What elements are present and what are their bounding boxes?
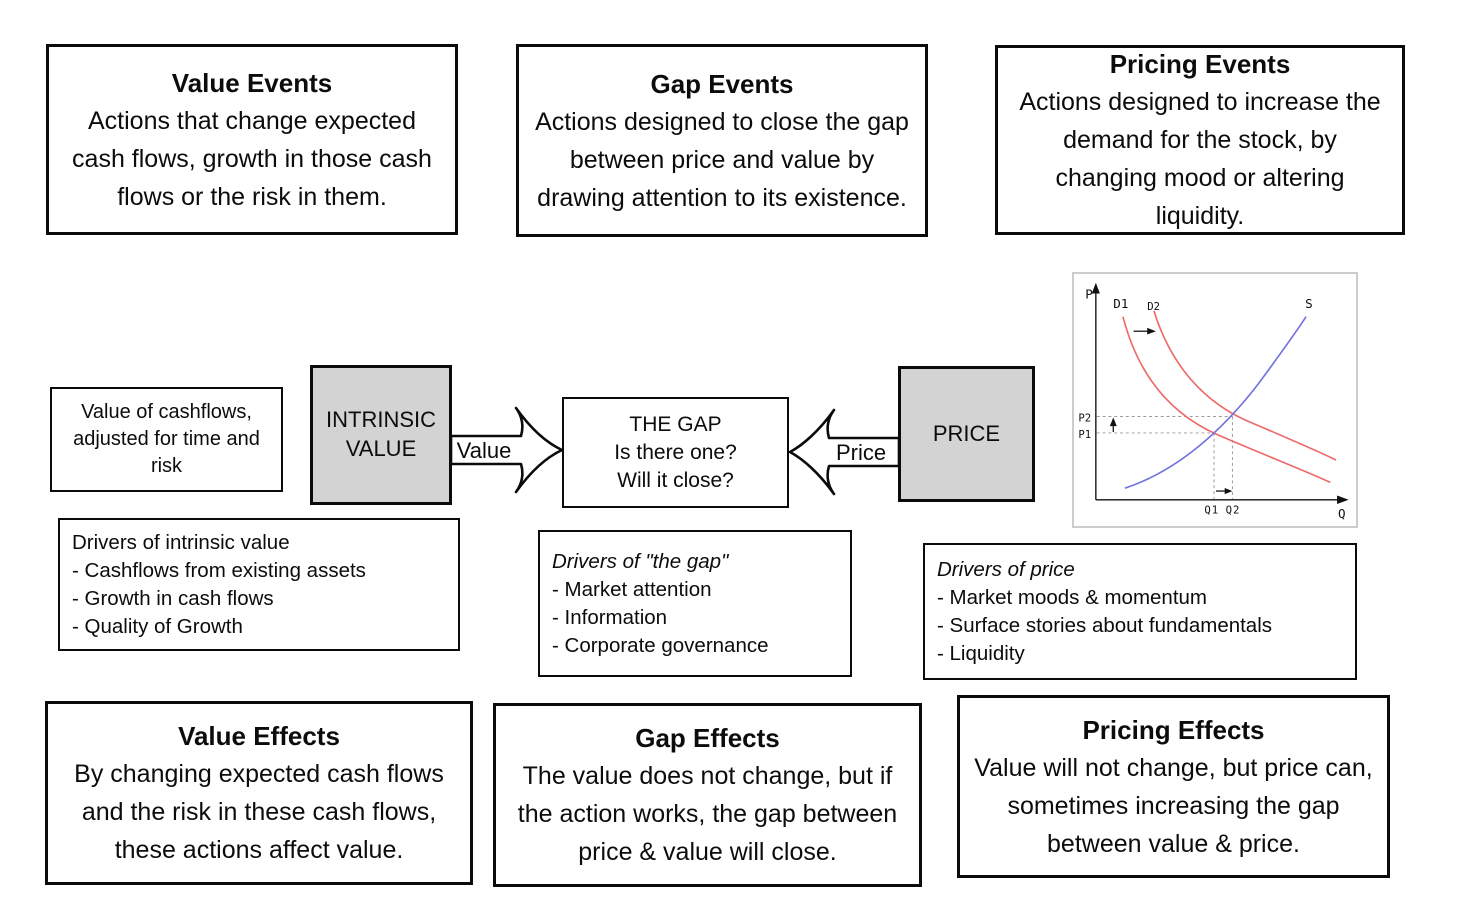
driver-item: - Market attention [552, 577, 712, 601]
p1-label: P1 [1078, 428, 1091, 441]
pricing-events-title: Pricing Events [1109, 49, 1291, 79]
drivers-gap-title: Drivers of "the gap" [552, 549, 729, 573]
value-effects-body: By changing expected cash flows and the … [74, 760, 444, 864]
price-arrow-shape [788, 408, 901, 496]
qty-rise-arrowhead [1224, 487, 1233, 495]
q2-label: Q2 [1226, 503, 1241, 516]
value-effects-title: Value Effects [178, 721, 340, 751]
value-events-box: Value Events Actions that change expecte… [46, 44, 458, 235]
driver-item: - Growth in cash flows [72, 586, 274, 610]
pricing-effects-box: Pricing Effects Value will not change, b… [957, 695, 1390, 878]
the-gap-title: THE GAP [629, 412, 722, 436]
pricing-effects-body: Value will not change, but price can, so… [974, 753, 1373, 858]
price-arrow-label: Price [836, 440, 886, 465]
value-arrow-label: Value [457, 438, 512, 463]
value-arrow-shape [449, 406, 564, 494]
gap-effects-body: The value does not change, but if the ac… [517, 762, 898, 866]
driver-item: - Surface stories about fundamentals [937, 613, 1273, 637]
drivers-intrinsic-value-title: Drivers of intrinsic value [72, 530, 290, 554]
gap-events-body: Actions designed to close the gap betwee… [535, 107, 909, 212]
value-events-title: Value Events [171, 67, 333, 98]
value-note-box: Value of cashflows, adjusted for time an… [50, 387, 283, 492]
supply-curve-s [1124, 316, 1307, 489]
value-arrow: Value [449, 403, 564, 495]
gap-events-title: Gap Events [650, 68, 794, 99]
driver-item: - Market moods & momentum [937, 585, 1207, 609]
price-box: PRICE [898, 366, 1035, 502]
drivers-price-title: Drivers of price [937, 557, 1075, 581]
driver-item: - Cashflows from existing assets [72, 558, 366, 582]
x-axis-arrowhead [1337, 495, 1349, 505]
driver-item: - Corporate governance [552, 633, 769, 657]
y-axis-label: P [1085, 286, 1093, 301]
q1-label: Q1 [1204, 503, 1219, 516]
value-events-body: Actions that change expected cash flows,… [72, 106, 432, 211]
drivers-gap-box: Drivers of "the gap" - Market attention … [538, 530, 852, 677]
s-label: S [1305, 296, 1313, 311]
pricing-events-box: Pricing Events Actions designed to incre… [995, 45, 1405, 235]
intrinsic-value-box: INTRINSIC VALUE [310, 365, 452, 505]
demand-curve-d2 [1153, 310, 1337, 461]
gap-effects-box: Gap Effects The value does not change, b… [493, 703, 922, 887]
pricing-events-body: Actions designed to increase the demand … [1019, 88, 1381, 230]
the-gap-box: THE GAP Is there one? Will it close? [562, 397, 789, 508]
supply-demand-chart: P Q D1 D2 S P2 P1 Q1 Q2 [1072, 272, 1358, 528]
d1-label: D1 [1113, 296, 1128, 311]
gap-events-box: Gap Events Actions designed to close the… [516, 44, 928, 237]
value-effects-box: Value Effects By changing expected cash … [45, 701, 473, 885]
pricing-effects-title: Pricing Effects [1082, 714, 1265, 745]
drivers-intrinsic-value-box: Drivers of intrinsic value - Cashflows f… [58, 518, 460, 651]
x-axis-label: Q [1338, 506, 1346, 521]
driver-item: - Liquidity [937, 641, 1025, 665]
gap-effects-title: Gap Effects [635, 723, 780, 753]
d2-label: D2 [1147, 300, 1160, 313]
price-rise-arrowhead [1109, 417, 1117, 427]
demand-shift-arrowhead [1147, 327, 1156, 335]
price-box-label: PRICE [932, 420, 1001, 446]
driver-item: - Quality of Growth [72, 614, 243, 638]
the-gap-question-1: Is there one? [614, 440, 737, 464]
drivers-price-box: Drivers of price - Market moods & moment… [923, 543, 1357, 680]
demand-curve-d1 [1122, 316, 1331, 484]
driver-item: - Information [552, 605, 668, 629]
y-axis-arrowhead [1091, 282, 1100, 294]
price-arrow: Price [788, 405, 901, 497]
value-note-text: Value of cashflows, adjusted for time an… [73, 401, 260, 477]
p2-label: P2 [1078, 411, 1091, 424]
the-gap-question-2: Will it close? [617, 468, 734, 492]
intrinsic-value-label: INTRINSIC VALUE [326, 407, 436, 461]
